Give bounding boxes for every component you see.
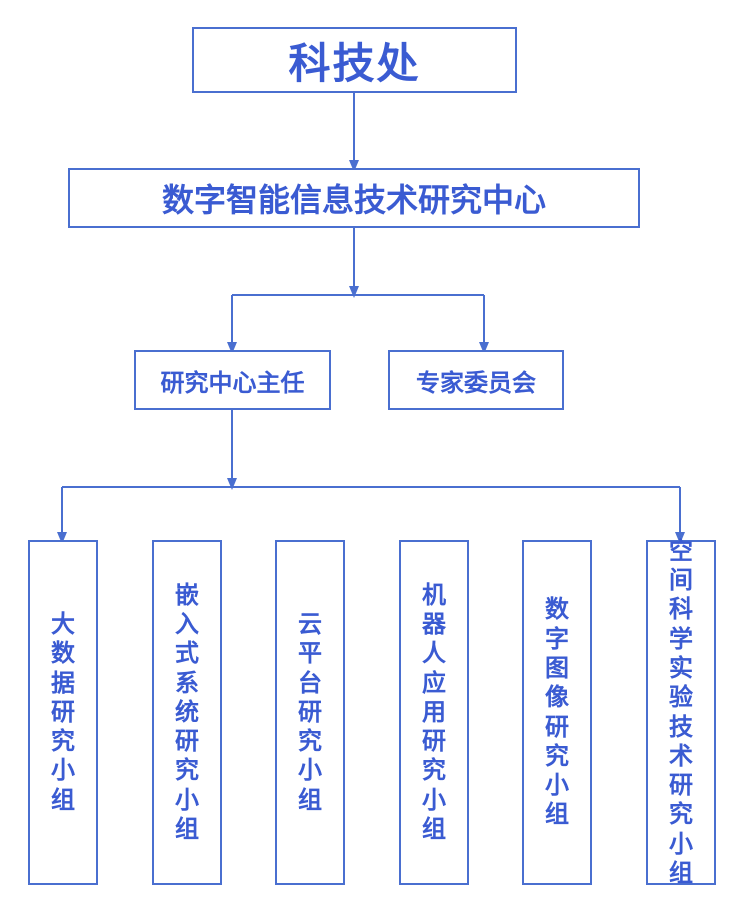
node-label: 云平台研究小组 — [297, 610, 322, 814]
node-label: 研究中心主任 — [160, 368, 305, 397]
node-group-cloud-platform: 云平台研究小组 — [275, 540, 345, 885]
node-label: 嵌入式系统研究小组 — [174, 580, 199, 843]
node-label: 大数据研究小组 — [50, 610, 75, 814]
node-center-director: 研究中心主任 — [134, 350, 331, 410]
node-label: 科技处 — [288, 38, 421, 88]
node-group-big-data: 大数据研究小组 — [28, 540, 98, 885]
node-group-robot-applications: 机器人应用研究小组 — [399, 540, 469, 885]
node-label: 机器人应用研究小组 — [421, 580, 446, 843]
node-label: 数字智能信息技术研究中心 — [161, 181, 546, 219]
node-label: 空间科学实验技术研究小组 — [668, 536, 693, 887]
node-research-center: 数字智能信息技术研究中心 — [68, 168, 640, 228]
node-group-embedded-systems: 嵌入式系统研究小组 — [152, 540, 222, 885]
node-expert-committee: 专家委员会 — [388, 350, 564, 410]
node-science-tech-office: 科技处 — [192, 27, 517, 93]
node-group-digital-image: 数字图像研究小组 — [522, 540, 592, 885]
node-label: 数字图像研究小组 — [544, 595, 569, 829]
node-group-space-science: 空间科学实验技术研究小组 — [646, 536, 716, 887]
node-label: 专家委员会 — [416, 368, 536, 397]
